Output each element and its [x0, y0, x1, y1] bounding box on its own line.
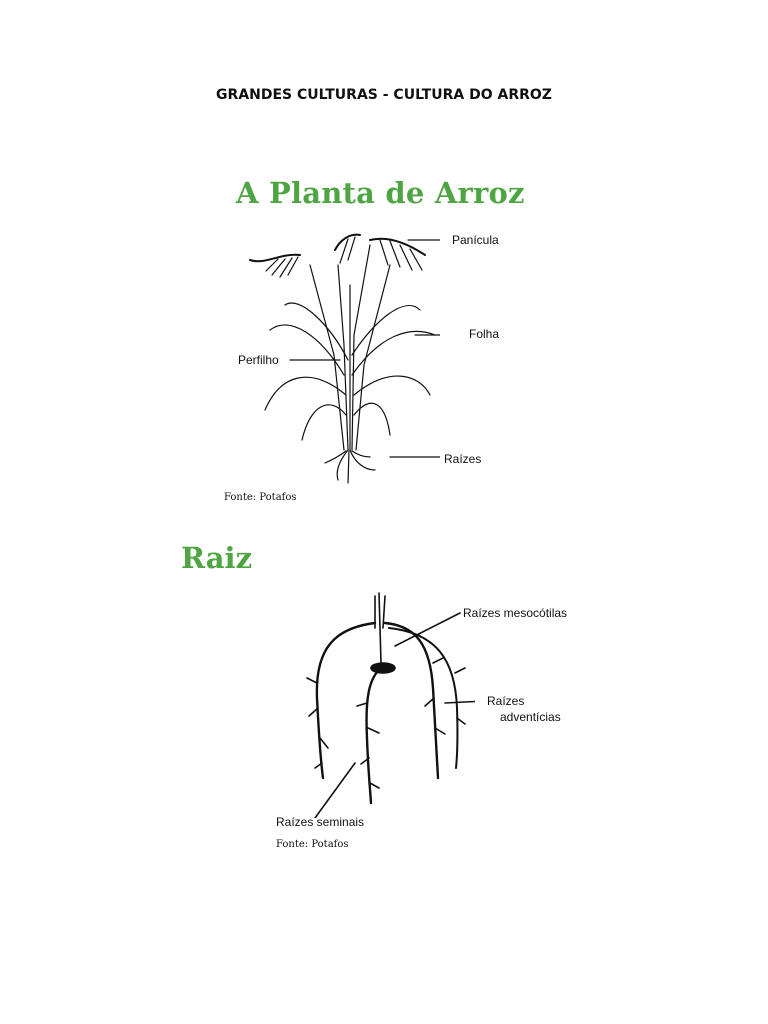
root-system-illustration — [306, 592, 475, 818]
label-raizes-adventicias-2: adventícias — [500, 710, 561, 724]
label-raizes-seminais: Raízes seminais — [276, 815, 365, 829]
source-caption-root: Fonte: Potafos — [276, 839, 349, 850]
rice-plant-illustration — [249, 233, 440, 484]
label-raizes: Raízes — [444, 452, 482, 466]
label-raizes-adventicias-1: Raízes — [487, 694, 525, 708]
section-heading-root: Raiz — [181, 541, 253, 575]
label-raizes-mesocotilas: Raízes mesocótilas — [463, 606, 568, 620]
label-panicula: Panícula — [452, 233, 499, 247]
section-heading-plant: A Planta de Arroz — [236, 176, 525, 210]
document-title: GRANDES CULTURAS - CULTURA DO ARROZ — [216, 87, 552, 103]
source-caption-plant: Fonte: Potafos — [224, 492, 297, 503]
label-folha: Folha — [469, 327, 500, 341]
label-perfilho: Perfilho — [238, 353, 279, 367]
